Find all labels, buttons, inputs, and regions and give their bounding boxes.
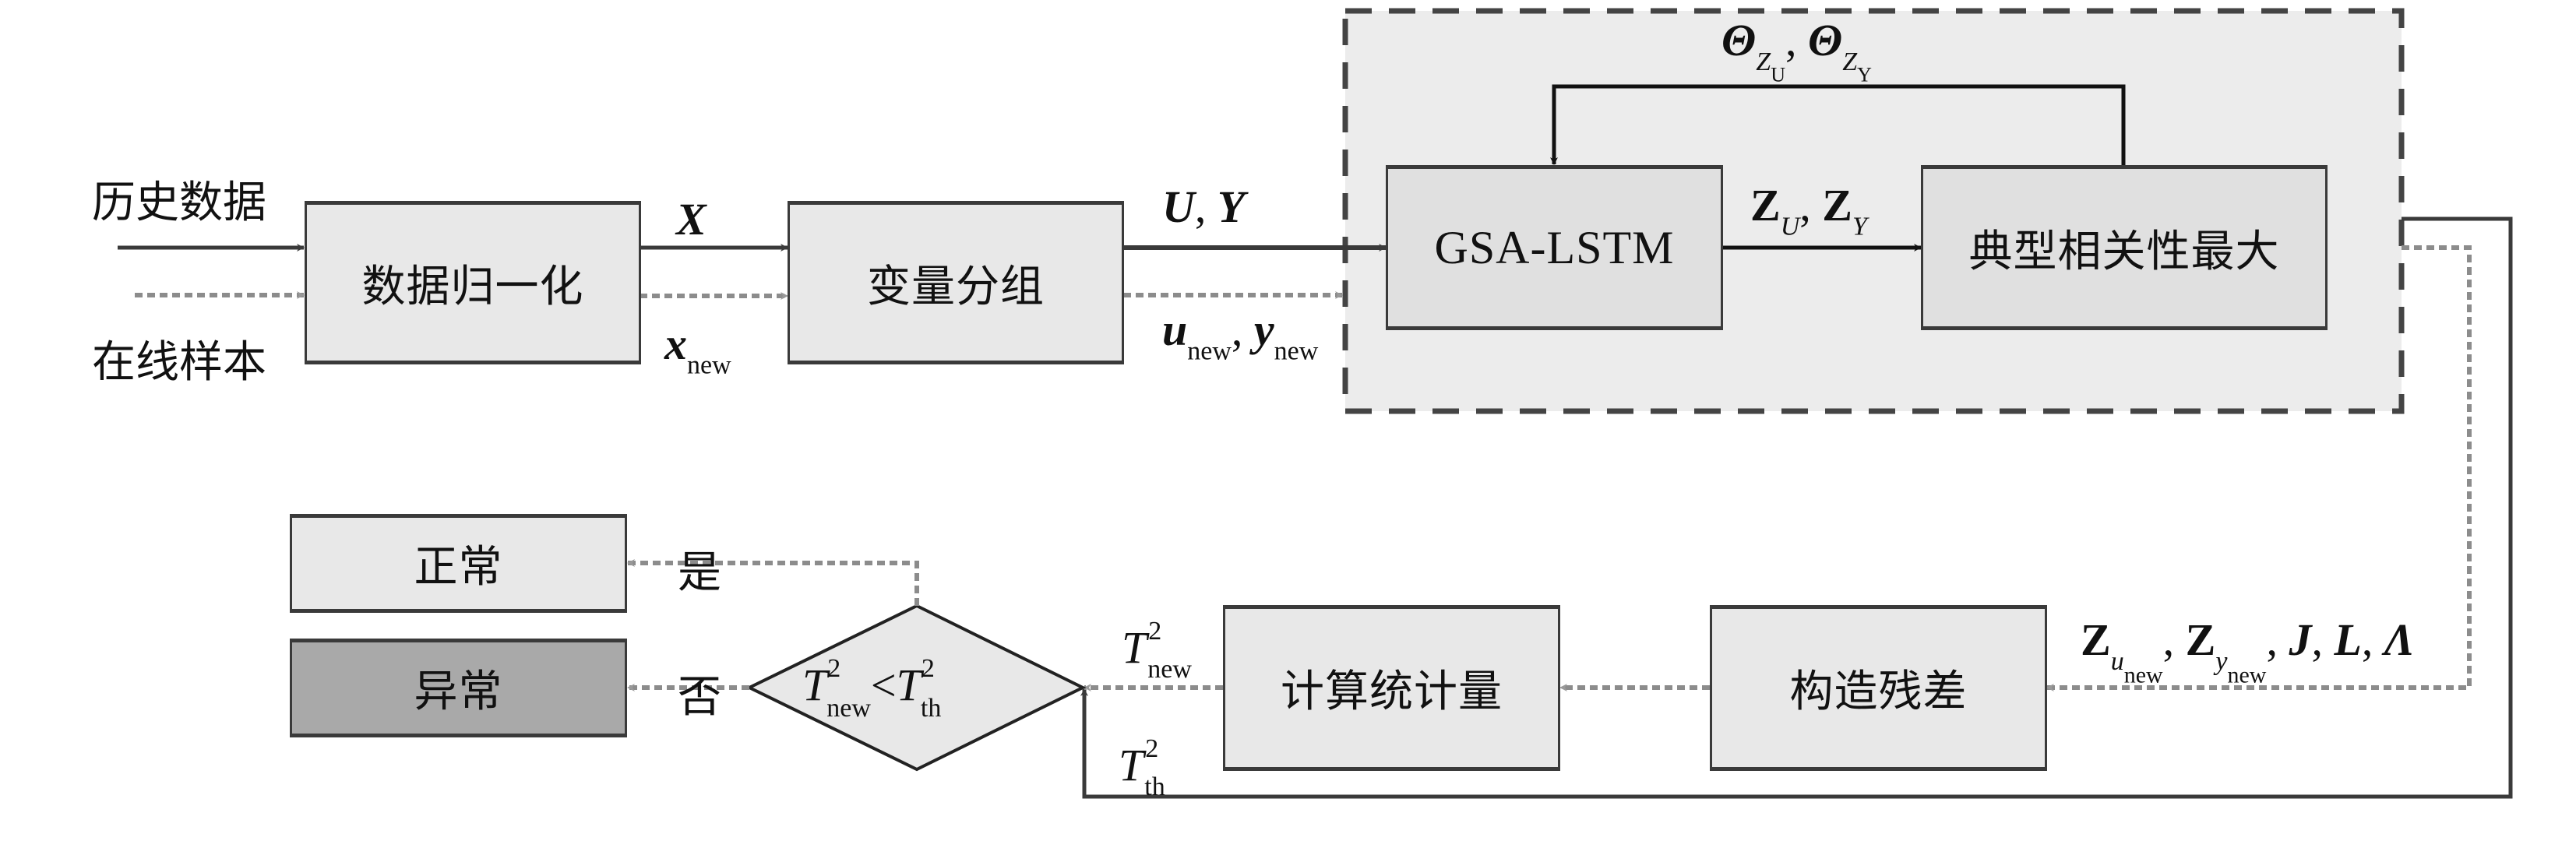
T2-th-label: T2 th <box>1119 734 1165 802</box>
threshold-feedback-line <box>1080 216 2513 799</box>
J-var: J <box>2289 614 2312 665</box>
uy-new-label: unew, ynew <box>1162 304 1318 367</box>
decision-lhs-sup: 2 <box>827 654 841 683</box>
Z-Y-var: Z <box>1822 180 1852 230</box>
Zu-new-sub-var: u <box>2110 646 2124 676</box>
normal-label: 正常 <box>414 542 503 593</box>
y-new-var: y <box>1253 304 1274 355</box>
X-label: X <box>676 194 707 245</box>
statistic-label: 计算统计量 <box>1281 667 1503 717</box>
T2-new-var: T <box>1122 622 1147 674</box>
Zy-new-var: Z <box>2185 614 2216 665</box>
Z-U-var: Z <box>1750 180 1781 230</box>
Lambda-var: Λ <box>2384 614 2415 665</box>
Zy-new-sub: ynew <box>2215 646 2266 688</box>
theta-2-sub-main: Z <box>1842 47 1858 76</box>
T2-th-sup: 2 <box>1145 734 1159 763</box>
T2-th-sub: th <box>1144 772 1165 802</box>
historical-data-label: 历史数据 <box>92 179 266 227</box>
online-feedback-line <box>2046 245 2472 691</box>
online-sample-label: 在线样本 <box>92 339 266 387</box>
Z-Y-sub-text: Y <box>1852 212 1867 241</box>
decision-rhs-sub: th <box>920 693 942 723</box>
Z-comma: , <box>1799 180 1811 230</box>
x-new-var: x <box>664 318 687 369</box>
grouping-box: 变量分组 <box>788 201 1124 364</box>
theta-comma: , <box>1785 15 1797 65</box>
decision-rhs-sup: 2 <box>921 654 935 683</box>
u-new-var: u <box>1162 304 1188 355</box>
Y-var: Y <box>1217 181 1246 232</box>
theta-2-sub-sub: Y <box>1857 62 1872 86</box>
gsa-lstm-label: GSA-LSTM <box>1434 221 1675 273</box>
normal-box: 正常 <box>290 514 627 613</box>
Zy-new-sub-new: new <box>2227 662 2267 688</box>
cca-max-box: 典型相关性最大 <box>1921 165 2328 330</box>
no-label: 否 <box>678 674 721 722</box>
residual-input-label: Zunew, Zynew, J, L, Λ <box>2081 614 2415 688</box>
y-new-sub: new <box>1274 336 1319 366</box>
uy-comma: , <box>1231 304 1243 355</box>
decision-lhs: T <box>802 660 828 711</box>
residual-box: 构造残差 <box>1710 605 2047 771</box>
T2-new-sup: 2 <box>1148 617 1162 646</box>
decision-lhs-sub: new <box>826 693 871 723</box>
theta-label: ΘZU, ΘZY <box>1721 14 1872 86</box>
container-border <box>1342 8 2405 414</box>
Zy-new-sub-var: y <box>2215 646 2228 676</box>
res-comma-3: , <box>2311 614 2323 665</box>
Z-U-sub-text: U <box>1780 212 1800 241</box>
x-new-sub: new <box>687 350 731 380</box>
T2-new-sub: new <box>1147 655 1192 684</box>
decision-operator: < <box>870 660 897 711</box>
res-comma-2: , <box>2266 614 2278 665</box>
decision-condition: T2new<T2th <box>802 654 941 723</box>
decision-rhs: T <box>896 660 922 711</box>
grouping-label: 变量分组 <box>867 261 1045 312</box>
Z-Y-sub: Y <box>1852 213 1867 241</box>
Zu-new-sub: unew <box>2110 646 2163 688</box>
theta-1-sub-main: Z <box>1756 47 1771 76</box>
theta-1-sub-sub: U <box>1771 62 1785 86</box>
yes-label: 是 <box>678 549 721 597</box>
UY-label: U, Y <box>1162 181 1245 233</box>
abnormal-label: 异常 <box>414 667 503 717</box>
res-comma-1: , <box>2162 614 2175 665</box>
theta-2-sub: ZY <box>1842 47 1872 86</box>
u-new-sub: new <box>1187 336 1232 366</box>
Zu-new-sub-new: new <box>2123 662 2163 688</box>
L-var: L <box>2334 614 2362 665</box>
statistic-box: 计算统计量 <box>1223 605 1560 771</box>
abnormal-box: 异常 <box>290 639 627 737</box>
yes-branch-line <box>627 559 919 606</box>
theta-1-sub: ZU <box>1756 47 1785 86</box>
x-new-label: xnew <box>664 318 731 381</box>
T2-th-var: T <box>1119 740 1144 791</box>
normalize-box: 数据归一化 <box>305 201 641 364</box>
gsa-lstm-box: GSA-LSTM <box>1386 165 1723 330</box>
res-comma-4: , <box>2361 614 2373 665</box>
decision-diamond <box>745 603 1087 772</box>
UY-sep: , <box>1194 181 1218 232</box>
U-var: U <box>1162 181 1195 232</box>
theta-feedback-line <box>1550 84 2126 166</box>
Z-U-sub: U <box>1781 213 1800 241</box>
residual-label: 构造残差 <box>1789 667 1968 717</box>
normalize-label: 数据归一化 <box>361 261 584 312</box>
cca-max-label: 典型相关性最大 <box>1968 226 2280 277</box>
T2-new-label: T2 new <box>1122 617 1192 684</box>
Z-label: ZU, ZY <box>1750 179 1867 242</box>
theta-1: Θ <box>1721 15 1757 65</box>
Zu-new-var: Z <box>2081 614 2111 665</box>
theta-2: Θ <box>1807 15 1843 65</box>
